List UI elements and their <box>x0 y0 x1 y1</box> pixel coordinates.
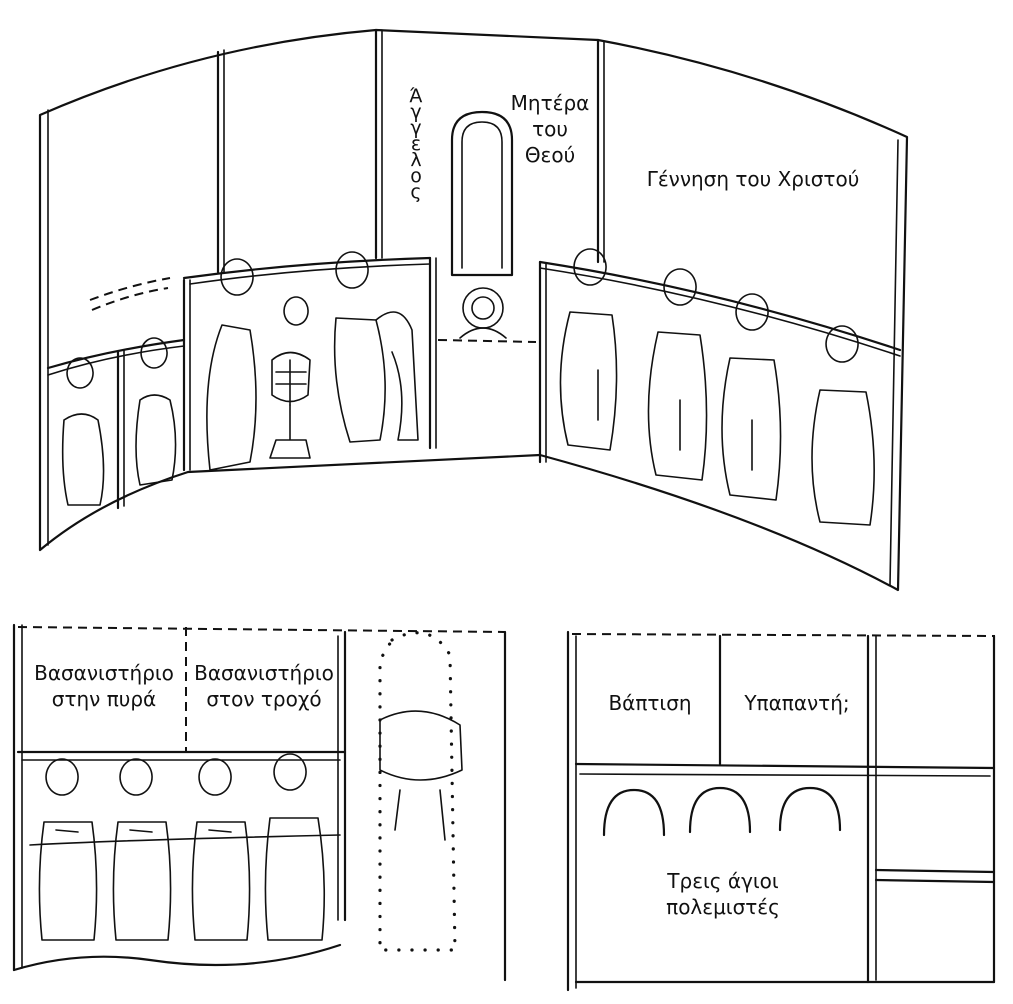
nativity-label: Γέννηση του Χριστού <box>646 167 860 191</box>
warrior-saints-label: Τρεις άγιοι πολεμιστές <box>666 869 780 919</box>
torture-wheel-label: Βασανιστήριο στον τροχό <box>194 661 334 711</box>
presentation-label: Υπαπαντή; <box>744 691 850 715</box>
mother-of-god-label: Μητέρα του Θεού <box>510 91 590 167</box>
torture-fire-label: Βασανιστήριο στην πυρά <box>34 661 174 711</box>
baptism-label: Βάπτιση <box>608 691 692 715</box>
